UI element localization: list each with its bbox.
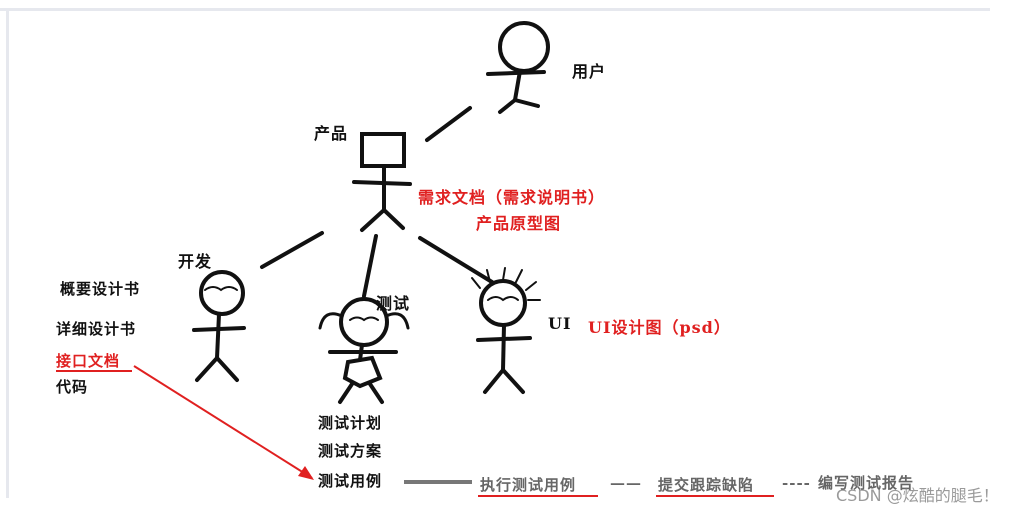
ui-stick-figure — [471, 267, 541, 394]
product-label: 产品 — [314, 124, 349, 143]
frame-top-border — [0, 8, 990, 11]
flow-dash-1: —— — [610, 474, 642, 492]
test-stick-figure — [318, 297, 410, 404]
user-product-connector — [425, 106, 472, 142]
requirements-doc-label: 需求文档（需求说明书） — [418, 188, 606, 207]
submit-defect-label: 提交跟踪缺陷 — [658, 476, 755, 494]
execute-test-label: 执行测试用例 — [480, 476, 577, 494]
user-stick-figure — [486, 21, 550, 114]
ui-design-doc-label: UI设计图（psd） — [588, 318, 731, 337]
watermark: CSDN @炫酷的腿毛！ — [836, 486, 999, 505]
user-label: 用户 — [572, 62, 607, 81]
product-dev-connector — [260, 231, 324, 269]
product-stick-figure — [352, 132, 412, 232]
test-case-label: 测试用例 — [318, 472, 383, 490]
detail-design-label: 详细设计书 — [56, 320, 137, 338]
outline-design-label: 概要设计书 — [60, 280, 141, 298]
test-scheme-label: 测试方案 — [318, 442, 383, 460]
test-plan-label: 测试计划 — [318, 414, 383, 432]
interface-doc-arrow — [133, 365, 314, 480]
code-label: 代码 — [56, 378, 89, 396]
prototype-label: 产品原型图 — [476, 214, 562, 233]
interface-doc-label: 接口文档 — [56, 352, 121, 370]
test-label: 测试 — [376, 294, 411, 313]
dev-stick-figure — [192, 270, 246, 382]
product-test-connector — [362, 234, 378, 298]
dev-label: 开发 — [178, 252, 213, 271]
frame-left-border — [6, 8, 9, 498]
flow-dash-2: ---- — [782, 474, 811, 492]
write-report-label: 编写测试报告 — [818, 474, 915, 492]
product-ui-connector — [418, 236, 494, 284]
ui-label: UI — [548, 314, 572, 333]
